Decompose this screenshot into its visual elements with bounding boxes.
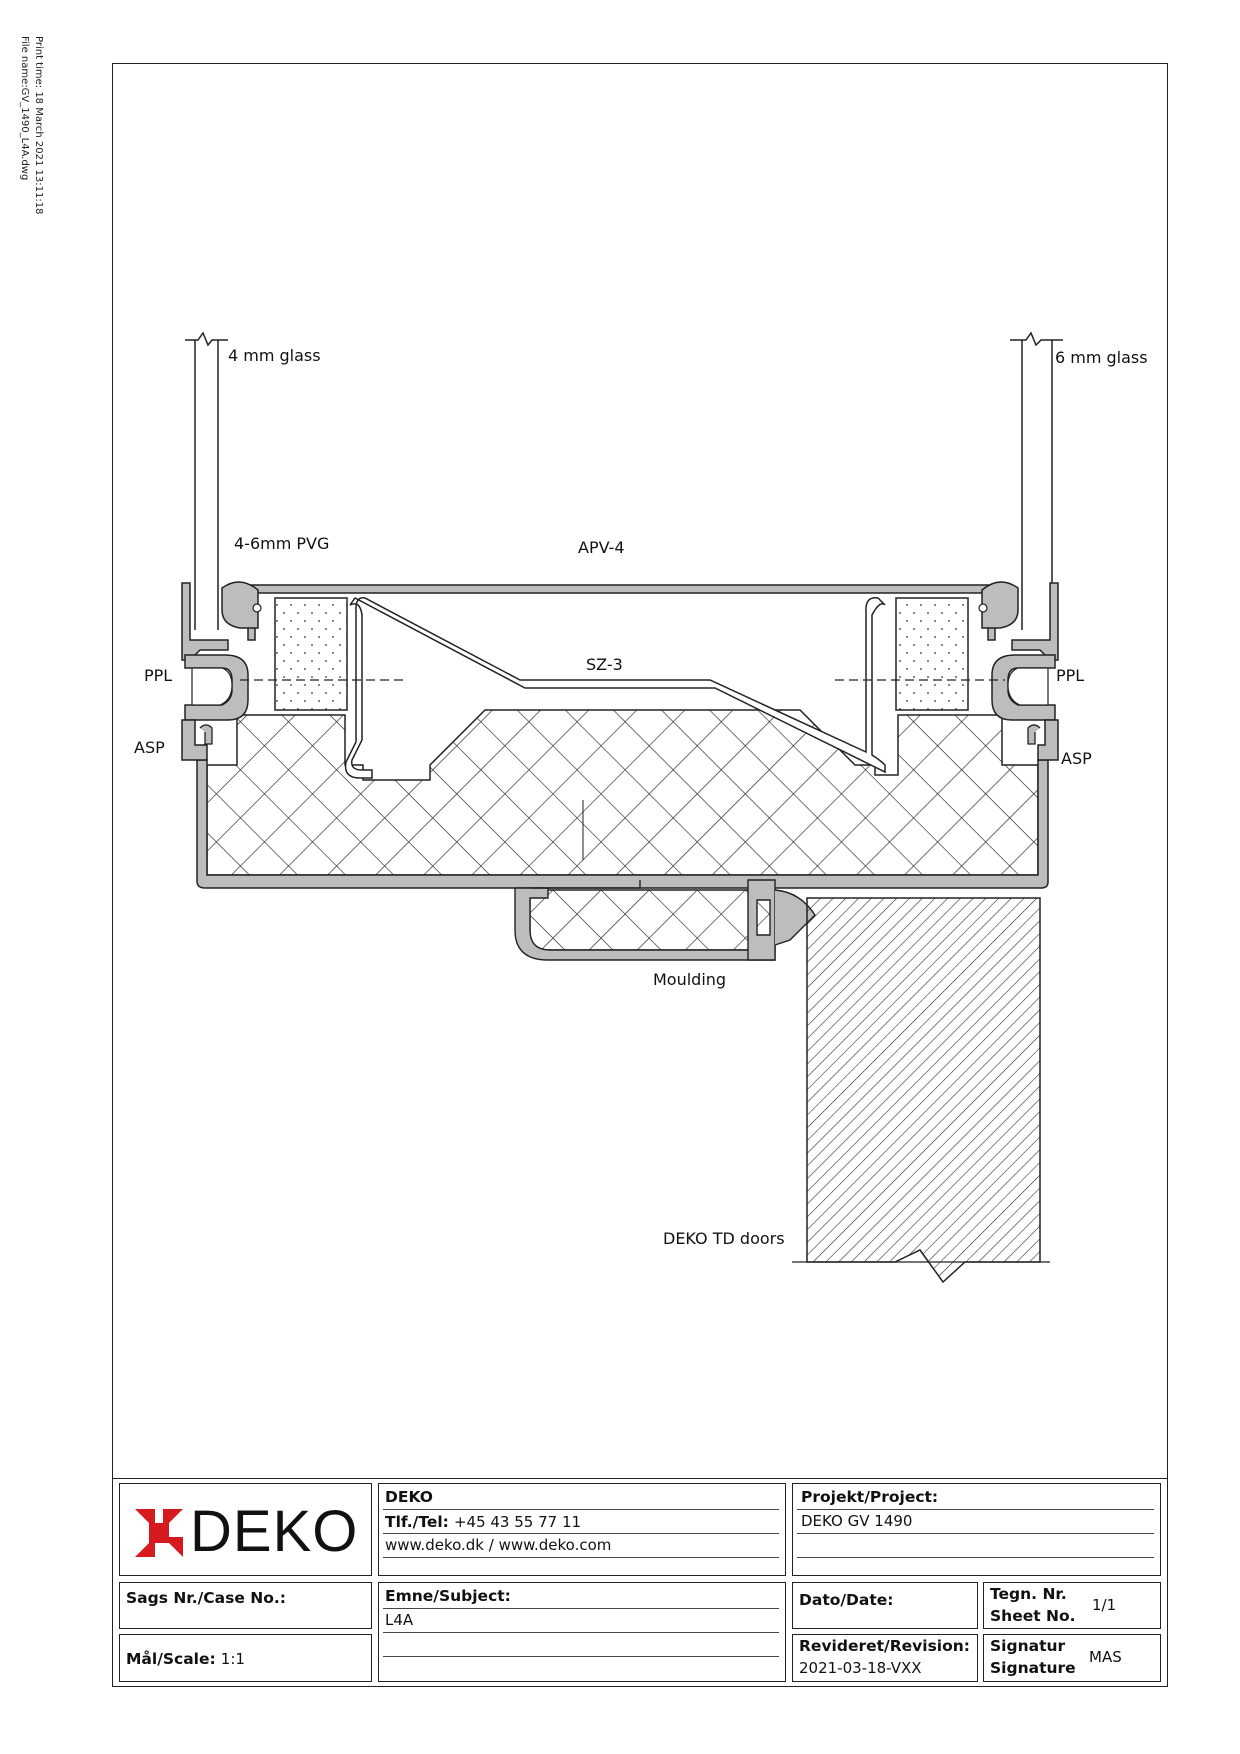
date-label: Dato/Date: [799,1591,894,1609]
deko-logo-mark-icon [135,1509,183,1557]
subject-rule-1 [383,1608,779,1609]
right-asp-profile [1037,719,1059,761]
company-name: DEKO [385,1488,433,1506]
glass-left [185,331,228,630]
insulation-block-right [895,597,969,711]
case-label: Sags Nr./Case No.: [126,1589,286,1607]
logo-box: DEKO [119,1483,372,1576]
subject-rule-2 [383,1632,779,1633]
label-pvg: 4-6mm PVG [234,534,330,553]
project-box: Projekt/Project: DEKO GV 1490 [792,1483,1161,1576]
signature-value: MAS [1089,1648,1122,1666]
core-insulation [206,709,1039,876]
tel-value: +45 43 55 77 11 [453,1513,582,1531]
label-apv: APV-4 [578,538,625,557]
scale-label: Mål/Scale: [126,1650,216,1668]
label-glass-right: 6 mm glass [1055,348,1148,367]
company-rule-2 [383,1533,779,1534]
left-pvg-profile [181,582,229,661]
deko-logo [135,1509,183,1557]
left-pvg-gasket [221,581,259,629]
project-rule-1 [797,1509,1154,1510]
scale-box: Mål/Scale: 1:1 [119,1634,372,1682]
moulding-hatch [529,889,776,951]
insulation-block-left [274,597,348,711]
subject-label: Emne/Subject: [385,1587,511,1605]
company-rule-1 [383,1509,779,1510]
scale-value: 1:1 [220,1650,245,1668]
subject-box: Emne/Subject: L4A [378,1582,786,1682]
website-link: www.deko.dk / www.deko.com [385,1536,612,1554]
revision-label: Revideret/Revision: [799,1637,970,1655]
moulding-clip [747,879,776,961]
label-asp-right: ASP [1061,749,1092,768]
label-ppl-left: PPL [144,666,173,685]
right-pvg-gasket [981,581,1019,629]
right-ppl-profile [991,654,1056,721]
tel-label: Tlf./Tel: [385,1513,449,1531]
signature-box: Signatur Signature MAS [983,1634,1161,1682]
logo-text: DEKO [190,1499,359,1564]
case-box: Sags Nr./Case No.: [119,1582,372,1629]
label-asp-left: ASP [134,738,165,757]
subject-value: L4A [385,1611,414,1629]
sheet-box: Tegn. Nr. Sheet No. 1/1 [983,1582,1161,1629]
title-block-separator [112,1478,1168,1479]
signature-label-1: Signatur [990,1637,1066,1655]
project-rule-2 [797,1533,1154,1534]
company-box: DEKO Tlf./Tel: +45 43 55 77 11 www.deko.… [378,1483,786,1576]
right-pvg-profile [1011,582,1059,661]
drawing-frame [112,63,1168,1687]
signature-label-2: Signature [990,1659,1076,1677]
project-value: DEKO GV 1490 [801,1512,913,1530]
left-ppl-profile [184,654,249,721]
sheet-label-2: Sheet No. [990,1607,1076,1625]
project-rule-3 [797,1557,1154,1558]
label-doors: DEKO TD doors [663,1229,785,1248]
left-asp-profile [181,719,208,761]
revision-value: 2021-03-18-VXX [799,1659,922,1677]
revision-box: Revideret/Revision: 2021-03-18-VXX [792,1634,978,1682]
door-leaf [806,897,1041,1284]
label-sz: SZ-3 [586,655,623,674]
label-moulding: Moulding [653,970,727,989]
label-ppl-right: PPL [1056,666,1085,685]
glass-right [1010,331,1063,630]
sheet-label-1: Tegn. Nr. [990,1585,1067,1603]
date-box: Dato/Date: [792,1582,978,1629]
label-glass-left: 4 mm glass [228,346,321,365]
project-label: Projekt/Project: [801,1488,939,1506]
sz-3-profile [344,597,886,779]
subject-rule-3 [383,1656,779,1657]
company-rule-3 [383,1557,779,1558]
sheet-value: 1/1 [1092,1596,1117,1614]
